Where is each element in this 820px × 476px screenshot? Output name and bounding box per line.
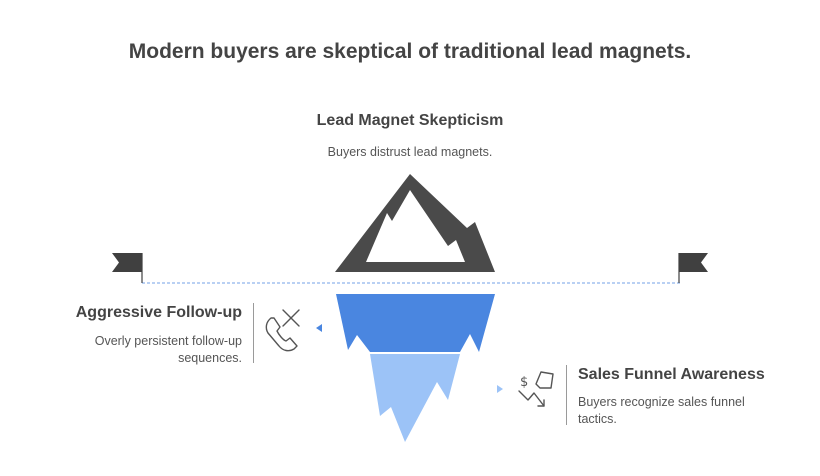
right-pointer-arrow xyxy=(497,385,503,393)
left-pointer-arrow xyxy=(316,324,322,332)
iceberg-lower-section xyxy=(370,354,460,442)
iceberg-upper-section xyxy=(336,294,495,352)
left-divider xyxy=(253,303,254,363)
peak-description: Buyers distrust lead magnets. xyxy=(327,145,493,159)
iceberg-peak-icon xyxy=(335,174,495,272)
right-divider xyxy=(566,365,567,425)
page-title: Modern buyers are skeptical of tradition… xyxy=(128,40,692,63)
left-item-title: Aggressive Follow-up xyxy=(75,304,242,321)
left-item-description: Overly persistent follow-up sequences. xyxy=(94,334,242,365)
svg-text:$: $ xyxy=(520,375,528,390)
peak-title: Lead Magnet Skepticism xyxy=(316,112,504,129)
phone-cancel-icon xyxy=(265,309,300,352)
right-item-title: Sales Funnel Awareness xyxy=(578,366,765,383)
right-flag xyxy=(678,253,708,283)
right-item-description: Buyers recognize sales funnel tactics. xyxy=(578,395,745,426)
left-flag xyxy=(112,253,143,283)
money-down-trend-icon: $ xyxy=(518,371,554,407)
